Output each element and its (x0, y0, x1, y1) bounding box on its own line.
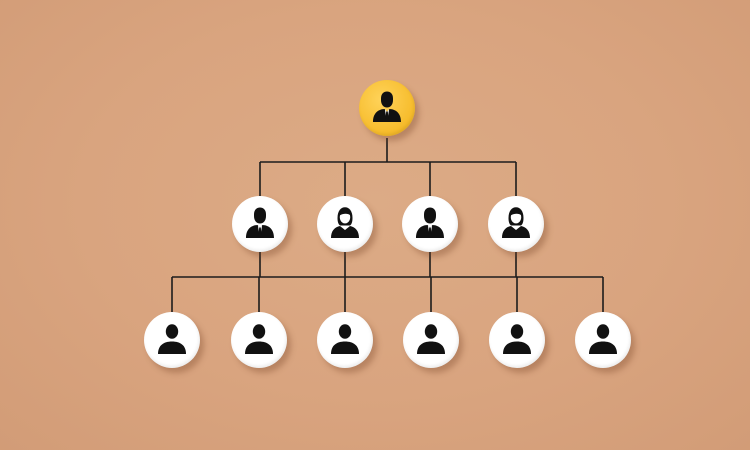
person-icon (499, 320, 535, 360)
person-icon (154, 320, 190, 360)
staff-node-4 (403, 312, 459, 368)
businessman-tie-icon (412, 204, 448, 244)
businesswoman-icon (498, 204, 534, 244)
manager-node-2 (317, 196, 373, 252)
top-node (359, 80, 415, 136)
person-icon (327, 320, 363, 360)
businessman-tie-icon (242, 204, 278, 244)
staff-node-5 (489, 312, 545, 368)
staff-node-3 (317, 312, 373, 368)
person-icon (585, 320, 621, 360)
manager-node-1 (232, 196, 288, 252)
manager-node-4 (488, 196, 544, 252)
staff-node-2 (231, 312, 287, 368)
businessman-tie-icon (369, 88, 405, 128)
staff-node-6 (575, 312, 631, 368)
manager-node-3 (402, 196, 458, 252)
person-icon (241, 320, 277, 360)
person-icon (413, 320, 449, 360)
staff-node-1 (144, 312, 200, 368)
businesswoman-icon (327, 204, 363, 244)
